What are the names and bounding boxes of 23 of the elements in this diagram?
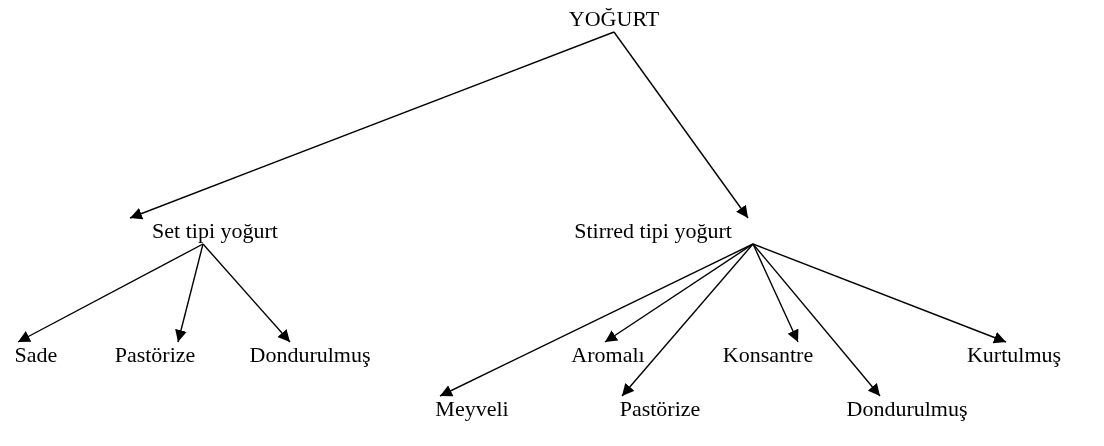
category-label: Konsantre <box>722 342 814 368</box>
category-label: Stirred tipi yoğurt <box>574 218 732 244</box>
arrow <box>129 31 615 220</box>
category-label: Set tipi yoğurt <box>152 218 278 244</box>
arrow <box>613 31 749 219</box>
arrow <box>17 243 204 343</box>
arrow <box>621 243 754 397</box>
arrow <box>752 243 881 397</box>
category-label: YOĞURT <box>568 6 660 32</box>
category-label: Aromalı <box>571 342 645 368</box>
category-label: Dondurulmuş <box>249 342 371 368</box>
category-label: Kurtulmuş <box>966 342 1062 368</box>
category-label: Pastörize <box>114 342 196 368</box>
arrow <box>439 243 754 397</box>
arrow <box>752 243 1007 344</box>
category-label: Dondurulmuş <box>846 396 968 422</box>
category-label: Sade <box>14 342 58 368</box>
arrow <box>175 243 204 343</box>
category-label: Meyveli <box>435 396 509 422</box>
arrow <box>202 243 291 343</box>
arrow <box>604 243 754 343</box>
category-label: Pastörize <box>619 396 701 422</box>
arrow <box>752 243 799 343</box>
